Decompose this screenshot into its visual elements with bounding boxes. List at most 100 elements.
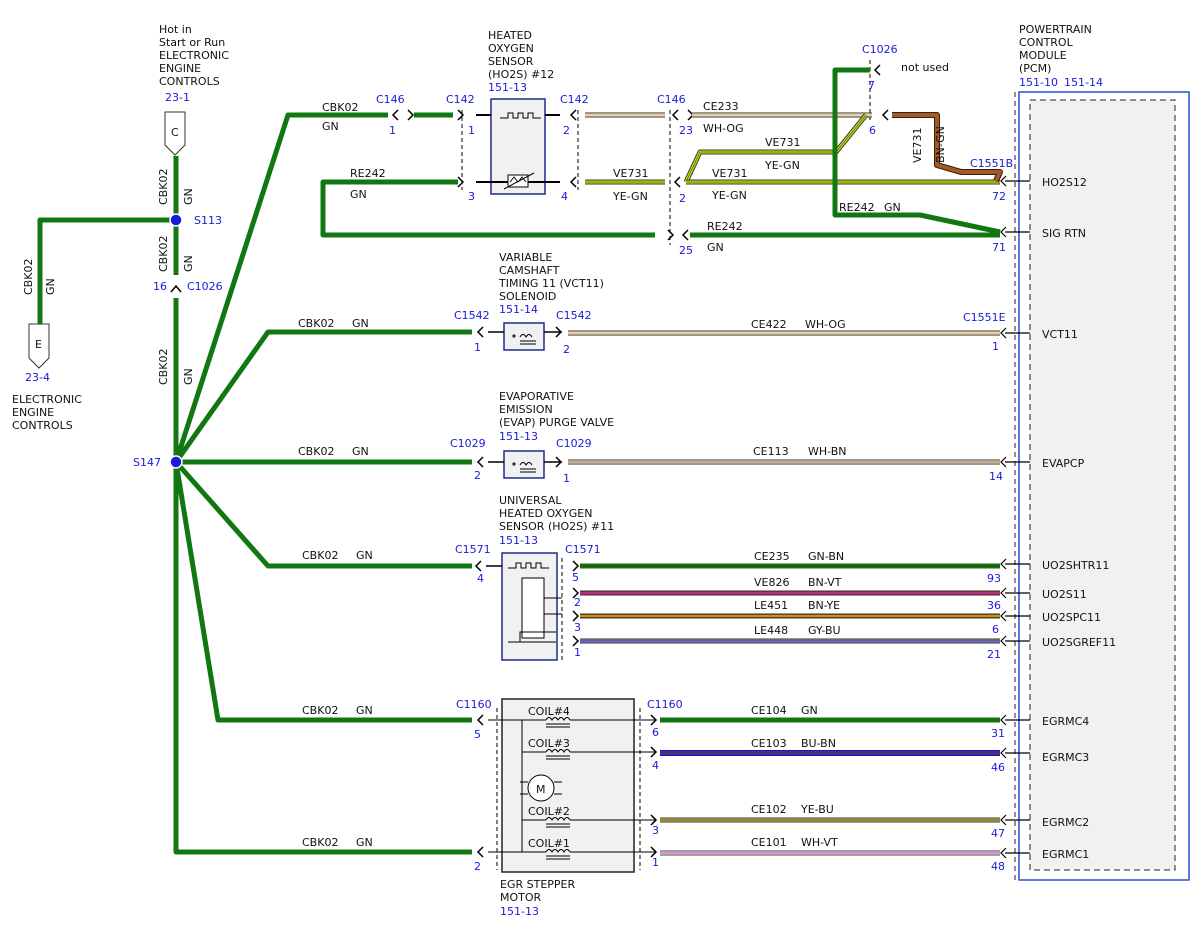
vct11-pin-in: 1 xyxy=(474,341,481,354)
evap-color: WH-BN xyxy=(808,445,847,458)
ground-wire-circuit: CBK02 xyxy=(22,259,35,295)
uho2s11-w1-circuit: CE235 xyxy=(754,550,790,563)
egr-ref[interactable]: 151-13 xyxy=(500,905,539,918)
uho2s11-w4-pcm-pin: 21 xyxy=(987,648,1001,661)
uho2s11-pin-in: 4 xyxy=(477,572,484,585)
uho2s11-feed-color: GN xyxy=(356,549,373,562)
ho2s12-c146b-label: C146 xyxy=(657,93,686,106)
hot-in-connector-letter: C xyxy=(171,126,179,139)
pcm-pin-uo2s11: UO2S11 xyxy=(1042,588,1087,601)
pcm-title-2: CONTROL xyxy=(1019,36,1074,49)
ho2s12-feed-color: GN xyxy=(322,120,339,133)
vct11-ref[interactable]: 151-14 xyxy=(499,303,538,316)
hot-in-ref[interactable]: 23-1 xyxy=(165,91,190,104)
egr-w2-pin: 4 xyxy=(652,759,659,772)
uho2s11-w4-circuit: LE448 xyxy=(754,624,788,637)
vct11-pcm-pin: 1 xyxy=(992,340,999,353)
c1026-top-label: C1026 xyxy=(862,43,898,56)
ho2s12-connector-arrows xyxy=(391,64,889,241)
uho2s11-w3-circuit: LE451 xyxy=(754,599,788,612)
trunk-circuit-upper: CBK02 xyxy=(157,169,170,205)
ho2s12-w3-color: GN xyxy=(350,188,367,201)
c1026-trunk-pin: 16 xyxy=(153,280,167,293)
pcm-ref-2[interactable]: 151-14 xyxy=(1064,76,1103,89)
ho2s12-title-3: SENSOR xyxy=(488,55,534,68)
uho2s11-w1-pin: 5 xyxy=(572,571,579,584)
uho2s11-feed-circuit: CBK02 xyxy=(302,549,338,562)
pcm-pin-egrmc3: EGRMC3 xyxy=(1042,751,1089,764)
uho2s11-w3-color: BN-YE xyxy=(808,599,840,612)
ho2s12-c146a-pin: 1 xyxy=(389,124,396,137)
splice-s113-label: S113 xyxy=(194,214,222,227)
ground-ref[interactable]: 23-4 xyxy=(25,371,50,384)
c1026-trunk-label: C1026 xyxy=(187,280,223,293)
ho2s12-ref[interactable]: 151-13 xyxy=(488,81,527,94)
egr-w4-pin: 1 xyxy=(652,856,659,869)
pcm-pin-evapcp: EVAPCP xyxy=(1042,457,1085,470)
pcm-module xyxy=(1014,91,1190,881)
egr-coil-4: COIL#4 xyxy=(528,705,570,718)
evap-title-1: EVAPORATIVE xyxy=(499,390,574,403)
ho2s12-w1-circuit: CE233 xyxy=(703,100,739,113)
ho2s12-c146a-label: C146 xyxy=(376,93,405,106)
uho2s11-ref[interactable]: 151-13 xyxy=(499,534,538,547)
pcm-pin-72: 72 xyxy=(992,190,1006,203)
pcm-pin-ho2s12: HO2S12 xyxy=(1042,176,1087,189)
vct11-feed-circuit: CBK02 xyxy=(298,317,334,330)
vct11-conn-in: C1542 xyxy=(454,309,490,322)
ground-connector-letter: E xyxy=(35,338,42,351)
egr-wires xyxy=(660,717,1000,856)
hot-in-line-2: Start or Run xyxy=(159,36,225,49)
pcm-ref-1[interactable]: 151-10 xyxy=(1019,76,1058,89)
egr-w1-circuit: CE104 xyxy=(751,704,787,717)
not-used-label: not used xyxy=(901,61,949,74)
egr-w4-color: WH-VT xyxy=(801,836,838,849)
egr-pin-in-bot: 2 xyxy=(474,860,481,873)
egr-w1-pcm-pin: 31 xyxy=(991,727,1005,740)
gn-trunk-wires xyxy=(37,112,1000,855)
splice-s147-label: S147 xyxy=(133,456,161,469)
trunk-color-lower: GN xyxy=(182,368,195,385)
splice-s113 xyxy=(169,213,183,227)
ho2s12-w4-circuit: RE242 xyxy=(707,220,743,233)
uho2s11-sensor xyxy=(474,552,580,661)
c1026-pin7: 7 xyxy=(868,79,875,92)
trunk-circuit-mid: CBK02 xyxy=(157,236,170,272)
ground-wire-color: GN xyxy=(44,278,57,295)
evap-title-3: (EVAP) PURGE VALVE xyxy=(499,416,614,429)
ho2s12-w6-color: YE-GN xyxy=(711,189,747,202)
vct11-solenoid xyxy=(476,322,563,351)
ho2s12-w7-color: BN-GN xyxy=(934,126,947,163)
ground-label-1: ELECTRONIC xyxy=(12,393,82,406)
pcm-title-1: POWERTRAIN xyxy=(1019,23,1092,36)
egr-feed-circuit-top: CBK02 xyxy=(302,704,338,717)
egr-w2-pcm-pin: 46 xyxy=(991,761,1005,774)
egr-feed-color-top: GN xyxy=(356,704,373,717)
uho2s11-title-3: SENSOR (HO2S) #11 xyxy=(499,520,614,533)
egr-w4-pcm-pin: 48 xyxy=(991,860,1005,873)
egr-coil-1: COIL#1 xyxy=(528,837,570,850)
egr-conn-in: C1160 xyxy=(456,698,492,711)
uho2s11-wires xyxy=(580,563,1000,644)
ho2s12-c146b-pin: 23 xyxy=(679,124,693,137)
vct11-title-4: SOLENOID xyxy=(499,290,556,303)
c1026-trunk-connector xyxy=(170,284,182,293)
evap-ref[interactable]: 151-13 xyxy=(499,430,538,443)
egr-stepper-motor xyxy=(476,698,658,873)
ho2s12-w6-circuit: VE731 xyxy=(712,167,747,180)
c1551b-label: C1551B xyxy=(970,157,1013,170)
vct11-pin-out: 2 xyxy=(563,343,570,356)
pcm-pin-uo2shtr11: UO2SHTR11 xyxy=(1042,559,1109,572)
evap-feed-color: GN xyxy=(352,445,369,458)
ho2s12-w2-circuit: VE731 xyxy=(613,167,648,180)
evap-pin-out: 1 xyxy=(563,472,570,485)
evap-title-2: EMISSION xyxy=(499,403,553,416)
uho2s11-w2-pin: 2 xyxy=(574,596,581,609)
egr-w4-circuit: CE101 xyxy=(751,836,787,849)
uho2s11-conn-in: C1571 xyxy=(455,543,491,556)
ho2s12-feed-circuit: CBK02 xyxy=(322,101,358,114)
ho2s12-w4-color: GN xyxy=(707,241,724,254)
ho2s12-w8-circuit: RE242 xyxy=(839,201,875,214)
ho2s12-c142b-pin: 2 xyxy=(563,124,570,137)
